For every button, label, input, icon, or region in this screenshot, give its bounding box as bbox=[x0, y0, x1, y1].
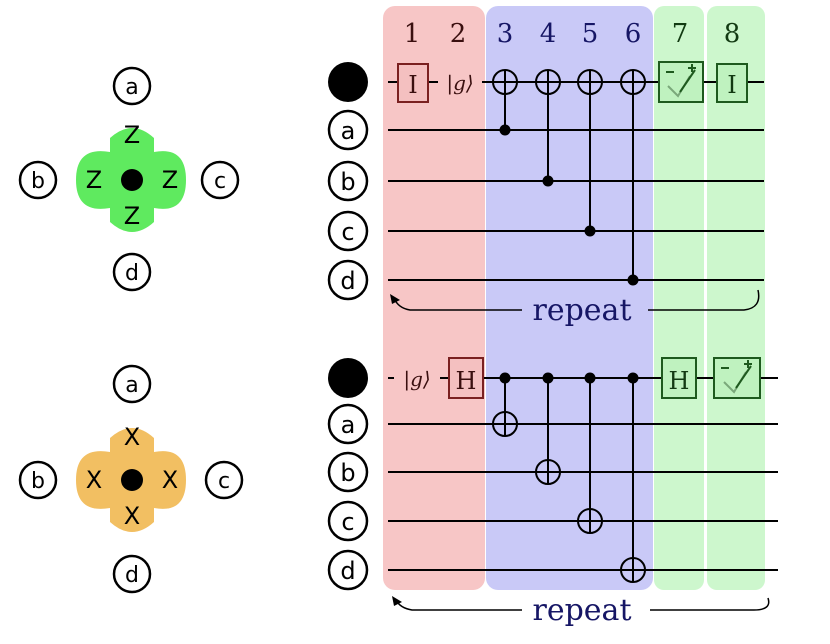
wire-label-d: d bbox=[327, 259, 369, 301]
repeat-arrowhead-icon bbox=[392, 596, 402, 606]
step-number-2: 2 bbox=[450, 19, 467, 49]
z-op-top: Z bbox=[124, 121, 140, 149]
repeat-label: repeat bbox=[533, 293, 632, 328]
wire-label-d-text: d bbox=[340, 557, 355, 585]
repeat-arrowhead-icon bbox=[390, 294, 400, 304]
gate-identity bbox=[397, 63, 429, 103]
gate-hadamard bbox=[448, 357, 484, 399]
wire-label-a: a bbox=[327, 109, 369, 151]
x-node-d: d bbox=[112, 554, 152, 594]
ancilla-dot bbox=[121, 169, 143, 191]
x-node-c-label: c bbox=[218, 469, 230, 494]
gate-hadamard-final-label: H bbox=[669, 367, 690, 395]
z-node-d: d bbox=[112, 252, 152, 292]
z-op-left: Z bbox=[86, 166, 102, 194]
repeat-label: repeat bbox=[533, 593, 632, 628]
gate-hadamard-label: H bbox=[456, 367, 477, 395]
x-node-b: b bbox=[18, 460, 58, 500]
cnot-control-dot bbox=[584, 225, 596, 237]
x-op-left: X bbox=[86, 466, 102, 494]
z-node-c: c bbox=[200, 160, 240, 200]
cnot-control-dot bbox=[627, 274, 639, 286]
z-node-d-label: d bbox=[125, 261, 139, 286]
z-plaquette: Z Z Z Z a b c d bbox=[18, 66, 240, 292]
gate-ground-state: |g⟩ bbox=[446, 71, 473, 96]
wire-label-c: c bbox=[327, 500, 369, 542]
ancilla-dot bbox=[328, 358, 368, 398]
wire-label-b: b bbox=[327, 160, 369, 202]
gate-identity-final-label: I bbox=[727, 71, 736, 99]
step-number-7: 7 bbox=[672, 19, 689, 49]
x-node-a: a bbox=[112, 364, 152, 404]
bottom-circuit: a b c d |g⟩ H bbox=[327, 357, 778, 628]
z-node-b-label: b bbox=[31, 169, 45, 194]
wire-label-b-text: b bbox=[340, 459, 355, 487]
x-plaquette: X X X X a b c d bbox=[18, 364, 244, 594]
gate-ground-state-bg bbox=[394, 364, 440, 392]
step-number-1: 1 bbox=[404, 19, 421, 49]
wire-label-a-text: a bbox=[341, 117, 356, 145]
step-number-6: 6 bbox=[625, 19, 642, 49]
x-node-c: c bbox=[204, 460, 244, 500]
wire-label-c: c bbox=[327, 210, 369, 252]
wire-label-c-text: c bbox=[341, 218, 354, 246]
x-op-bottom: X bbox=[124, 502, 140, 530]
z-op-bottom: Z bbox=[124, 202, 140, 230]
x-node-d-label: d bbox=[125, 563, 139, 588]
stage-green-panel-7 bbox=[654, 6, 704, 590]
step-number-8: 8 bbox=[724, 19, 741, 49]
gate-identity-final bbox=[716, 63, 748, 103]
cnot-step-4 bbox=[535, 372, 561, 485]
measurement-gate bbox=[658, 61, 704, 103]
z-op-right: Z bbox=[162, 166, 178, 194]
stage-blue-panel bbox=[486, 6, 653, 590]
z-node-c-label: c bbox=[214, 169, 226, 194]
stage-green-panel-8 bbox=[707, 6, 765, 590]
gate-ground-state-bg bbox=[438, 68, 482, 96]
cnot-control-dot bbox=[584, 372, 596, 384]
gate-ground-state: |g⟩ bbox=[403, 367, 430, 392]
step-numbers: 1 2 3 4 5 6 7 8 bbox=[404, 19, 741, 49]
x-node-b-label: b bbox=[31, 469, 45, 494]
wire-label-b-text: b bbox=[340, 168, 355, 196]
wire-label-a-text: a bbox=[341, 411, 356, 439]
z-node-a: a bbox=[112, 66, 152, 106]
wire-label-a: a bbox=[327, 403, 369, 445]
wire-label-b: b bbox=[327, 451, 369, 493]
cnot-step-3 bbox=[492, 69, 518, 136]
z-node-b: b bbox=[18, 160, 58, 200]
wire-label-d-text: d bbox=[340, 267, 355, 295]
cnot-step-5 bbox=[577, 372, 603, 534]
wire-label-d: d bbox=[327, 549, 369, 591]
z-node-a-label: a bbox=[125, 75, 138, 100]
stage-red-panel bbox=[383, 6, 485, 590]
step-number-4: 4 bbox=[540, 19, 557, 49]
ancilla-dot bbox=[121, 469, 143, 491]
ancilla-dot bbox=[328, 62, 368, 102]
cnot-control-dot bbox=[499, 372, 511, 384]
cnot-control-dot bbox=[542, 372, 554, 384]
cnot-step-4 bbox=[535, 69, 561, 187]
wire-label-c-text: c bbox=[341, 508, 354, 536]
x-node-a-label: a bbox=[125, 373, 138, 398]
gate-hadamard-final bbox=[661, 357, 697, 399]
cnot-control-dot bbox=[627, 372, 639, 384]
top-circuit: a b c d I |g⟩ bbox=[327, 61, 764, 328]
step-number-5: 5 bbox=[582, 19, 599, 49]
cnot-step-3 bbox=[492, 372, 518, 437]
cnot-step-6 bbox=[620, 372, 646, 583]
cnot-step-6 bbox=[620, 69, 646, 286]
x-op-right: X bbox=[162, 466, 178, 494]
step-number-3: 3 bbox=[497, 19, 514, 49]
cnot-control-dot bbox=[542, 175, 554, 187]
x-op-top: X bbox=[124, 423, 140, 451]
cnot-control-dot bbox=[499, 124, 511, 136]
gate-identity-label: I bbox=[408, 71, 417, 99]
cnot-step-5 bbox=[577, 69, 603, 237]
measurement-gate bbox=[713, 357, 761, 399]
